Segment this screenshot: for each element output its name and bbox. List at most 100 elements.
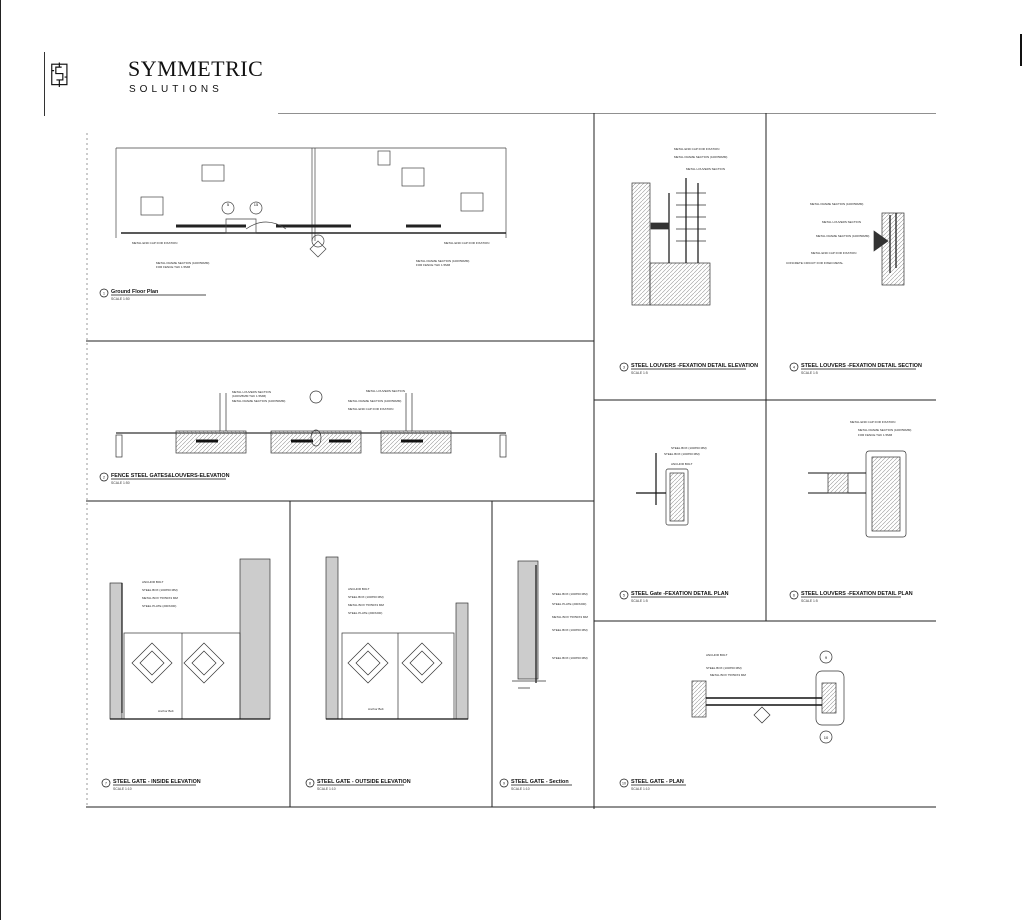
note-for-fence-right: FOR FENCE THK 1.5MM (416, 263, 451, 267)
tag-number: 2 (103, 476, 105, 480)
annotation-note: METAL BOX 75X50X3 MM (348, 603, 384, 607)
tag-number: 4 (793, 366, 795, 370)
annotation-note: METAL FRAME SECTION (100X50MM) (232, 399, 285, 403)
annotation-note: METAL FRAME SECTION (100X50MM) (858, 428, 911, 432)
annotation-note: STEEL BOX (100X50 MM) (706, 666, 742, 670)
tag-number: 6 (793, 594, 795, 598)
annotation-note: METAL LOUVERS SECTION (686, 167, 725, 171)
tag-number: 10 (622, 782, 626, 786)
drawing-scale: SCALE 1:50 (111, 297, 130, 301)
louvers-fixation-plan-drawing (808, 450, 907, 538)
title-block-8: 8 STEEL GATE - OUTSIDE ELEVATION SCALE 1… (305, 778, 411, 791)
annotation-note: ANCHOR BOLT (671, 462, 693, 466)
louvers-section-drawing (873, 212, 905, 286)
note-for-fence: FOR FENCE THK 1.5MM (156, 265, 191, 269)
annotation-note: STEEL BOX (100X50 MM) (664, 452, 700, 456)
drawing-sheet: 5 15 METAL END CAP FOR FIXATION METAL FR… (86, 113, 936, 809)
title-block-3: 3 STEEL LOUVERS -FEXATION DETAIL ELEVATI… (619, 362, 758, 375)
title-block-10: 10 STEEL GATE - PLAN SCALE 1:10 (619, 778, 686, 791)
edge-mark (1020, 34, 1022, 66)
symmetric-logo-mark (51, 62, 68, 87)
annotation-note: CONCRETE CIRCUIT FOR FIXED METAL (786, 261, 844, 265)
title-block-7: 7 STEEL GATE - INSIDE ELEVATION SCALE 1:… (101, 778, 201, 791)
annotation-note: METAL LOUVERS SECTION (366, 389, 405, 393)
tag-10: 10 (824, 735, 829, 740)
annotation-note: STEEL BOX (100X50 MM) (552, 656, 588, 660)
brand-name: SYMMETRIC (128, 56, 264, 81)
drawing-title: STEEL LOUVERS -FEXATION DETAIL PLAN (801, 591, 913, 597)
annotation-note: ANCHOR BOLT (142, 580, 164, 584)
annotation-note: ANCHOR BOLT (348, 587, 370, 591)
annotation-note: METAL BOX 75X50X3 MM (710, 673, 746, 677)
tag-15: 15 (254, 202, 259, 207)
annotation-note: METAL END CAP FOR FIXATION (850, 420, 895, 424)
drawing-title: STEEL GATE - PLAN (631, 779, 684, 785)
drawing-scale: SCALE 1:10 (511, 787, 530, 791)
drawing-title: FENCE STEEL GATES&LOUVERS-ELEVATION (111, 473, 230, 479)
drawing-scale: SCALE 1:5 (631, 371, 648, 375)
title-block-6: 6 STEEL LOUVERS -FEXATION DETAIL PLAN SC… (789, 590, 913, 603)
note-metal-end-cap-right: METAL END CAP FOR FIXATION (444, 241, 489, 245)
annotation-note: METAL FRAME SECTION (100X50MM) (810, 202, 863, 206)
tag-number: 3 (623, 366, 625, 370)
gate-inside-elevation-drawing (109, 558, 271, 720)
annotation-note: STEEL PLATE (200X200) (552, 602, 586, 606)
annotation-note: STEEL PLATE (200X200) (142, 604, 176, 608)
drawing-title: STEEL GATE - Section (511, 779, 569, 785)
drawing-scale: SCALE 1:5 (801, 599, 818, 603)
annotation-note: STEEL BOX (100X50 MM) (552, 628, 588, 632)
fence-elevation-drawing (115, 390, 507, 458)
tag-number: 7 (105, 782, 107, 786)
annotation-note: METAL END CAP FOR FIXATION (674, 147, 719, 151)
title-block-1: 1 Ground Floor Plan SCALE 1:50 (99, 288, 206, 301)
drawing-scale: SCALE 1:5 (631, 599, 648, 603)
annotation-note: METAL FRAME SECTION (100X50MM) (816, 234, 869, 238)
annotation-note: STEEL PLATE (200X200) (348, 611, 382, 615)
drawing-title: STEEL GATE - INSIDE ELEVATION (113, 779, 201, 785)
annotation-note: METAL END CAP FOR FIXATION (811, 251, 856, 255)
title-block-4: 4 STEEL LOUVERS -FEXATION DETAIL SECTION… (789, 362, 922, 375)
drawing-scale: SCALE 1:10 (631, 787, 650, 791)
gate-plan-drawing (691, 650, 845, 744)
title-block-5: 5 STEEL Gate -FEXATION DETAIL PLAN SCALE… (619, 590, 729, 603)
louvers-elevation-drawing (631, 178, 711, 306)
logo-divider (44, 52, 45, 116)
annotation-note: METAL FRAME SECTION (100X50MM) (674, 155, 727, 159)
drawing-scale: SCALE 1:10 (317, 787, 336, 791)
title-block-2: 2 FENCE STEEL GATES&LOUVERS-ELEVATION SC… (99, 472, 230, 485)
drawing-scale: SCALE 1:10 (113, 787, 132, 791)
annotation-note: METAL END CAP FOR FIXATION (348, 407, 393, 411)
drawing-title: STEEL GATE - OUTSIDE ELEVATION (317, 779, 411, 785)
ground-floor-plan-drawing (115, 147, 507, 258)
annotation-note: ANCHOR BOLT (706, 653, 728, 657)
note-metal-end-cap: METAL END CAP FOR FIXATION (132, 241, 177, 245)
annotation-note: STEEL BOX (100X50 MM) (348, 595, 384, 599)
gate-section-drawing (512, 560, 546, 689)
annotation-note: METAL LOUVERS SECTION (232, 390, 271, 394)
annotation-note: FOR FENCE THK 1.5MM (858, 433, 893, 437)
gate-fixation-plan-drawing (636, 453, 689, 526)
drawing-scale: SCALE 1:50 (111, 481, 130, 485)
annotation-note: METAL BOX 75X50X3 MM (552, 615, 588, 619)
tag-number: 5 (623, 594, 625, 598)
annotation-note: METAL LOUVERS SECTION (822, 220, 861, 224)
annotation-note: STEEL BOX (100X50 MM) (552, 592, 588, 596)
brand-subtitle: SOLUTIONS (129, 84, 223, 95)
annotation-note: (100X25MM THK 1.5MM) (232, 394, 266, 398)
drawing-title: Ground Floor Plan (111, 289, 158, 295)
title-block-9: 9 STEEL GATE - Section SCALE 1:10 (499, 778, 572, 791)
annotation-note: STEEL BOX (100X50 MM) (142, 588, 178, 592)
tag-9: 9 (825, 655, 828, 660)
annotation-note: METAL FRAME SECTION (100X50MM) (348, 399, 401, 403)
note-metal-frame: METAL FRAME SECTION (100X50MM) (156, 261, 209, 265)
annotation-note: METAL BOX 75X50X3 MM (142, 596, 178, 600)
drawing-scale: SCALE 1:5 (801, 371, 818, 375)
drawing-title: STEEL LOUVERS -FEXATION DETAIL ELEVATION (631, 363, 758, 369)
drawing-title: STEEL LOUVERS -FEXATION DETAIL SECTION (801, 363, 922, 369)
gate-outside-elevation-drawing (325, 556, 469, 720)
tag-number: 1 (103, 292, 105, 296)
annotation-note: Anchor Bolt (368, 707, 384, 711)
drawing-title: STEEL Gate -FEXATION DETAIL PLAN (631, 591, 729, 597)
annotation-note: Anchor Bolt (158, 709, 174, 713)
tag-5: 5 (227, 202, 230, 207)
